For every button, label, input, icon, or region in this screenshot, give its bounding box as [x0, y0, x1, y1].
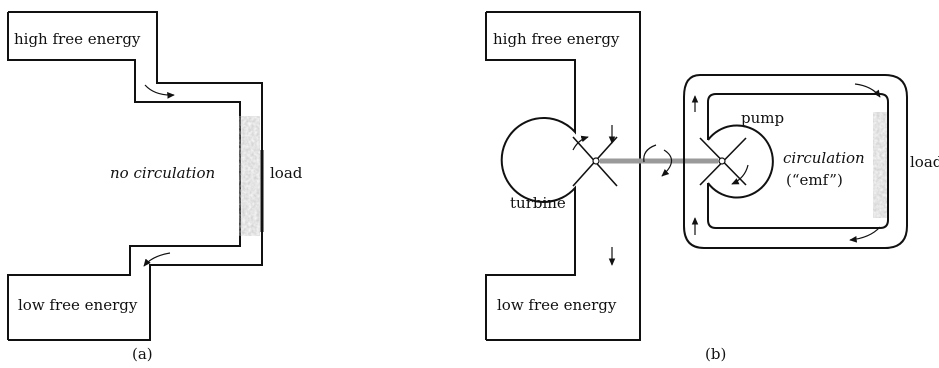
panel-b-pump-label: pump: [741, 109, 784, 127]
rotation-arrow-icon: [661, 149, 673, 177]
flow-arrow-icon: [143, 252, 171, 267]
rotation-arrow-icon: [572, 135, 589, 151]
panel-b-load-label: load: [910, 153, 939, 171]
panel-b-bottom-reservoir-label: low free energy: [497, 296, 617, 314]
rotation-arrow-icon: [643, 144, 657, 163]
panel-b-loop-outer: [683, 74, 908, 249]
panel-a-top-reservoir-label: high free energy: [14, 30, 141, 48]
panel-b-top-reservoir-label: high free energy: [493, 30, 620, 48]
panel-b-pump-housing: [707, 124, 774, 199]
flow-arrow-icon: [144, 84, 175, 99]
panel-b-load: [873, 112, 887, 218]
panel-a-caption: (a): [132, 345, 153, 363]
panel-a-load: [239, 116, 260, 236]
panel-b-loop-inner: [707, 93, 889, 229]
flow-arrow-icon: [849, 226, 881, 243]
panel-b-circulation-label: circulation: [783, 149, 865, 167]
panel-b-turbine-label: turbine: [510, 194, 566, 212]
rotation-arrow-icon: [731, 164, 749, 185]
panel-b-emf-label: (“emf”): [786, 171, 843, 189]
pump-blade-icon: [699, 137, 747, 186]
flow-arrow-icon: [854, 83, 881, 98]
panel-a-load-label: load: [270, 164, 303, 182]
panel-b: high free energy low free energy turbine…: [485, 11, 939, 363]
panel-b-channel-outer: [485, 12, 576, 340]
panel-a-center-text: no circulation: [110, 164, 215, 182]
panel-a: high free energy low free energy no circ…: [7, 11, 303, 363]
panel-b-channel-right-wall: [486, 11, 641, 341]
turbine-blade-icon: [572, 136, 618, 187]
panel-b-caption: (b): [705, 345, 726, 363]
panel-a-bottom-reservoir-label: low free energy: [18, 296, 138, 314]
